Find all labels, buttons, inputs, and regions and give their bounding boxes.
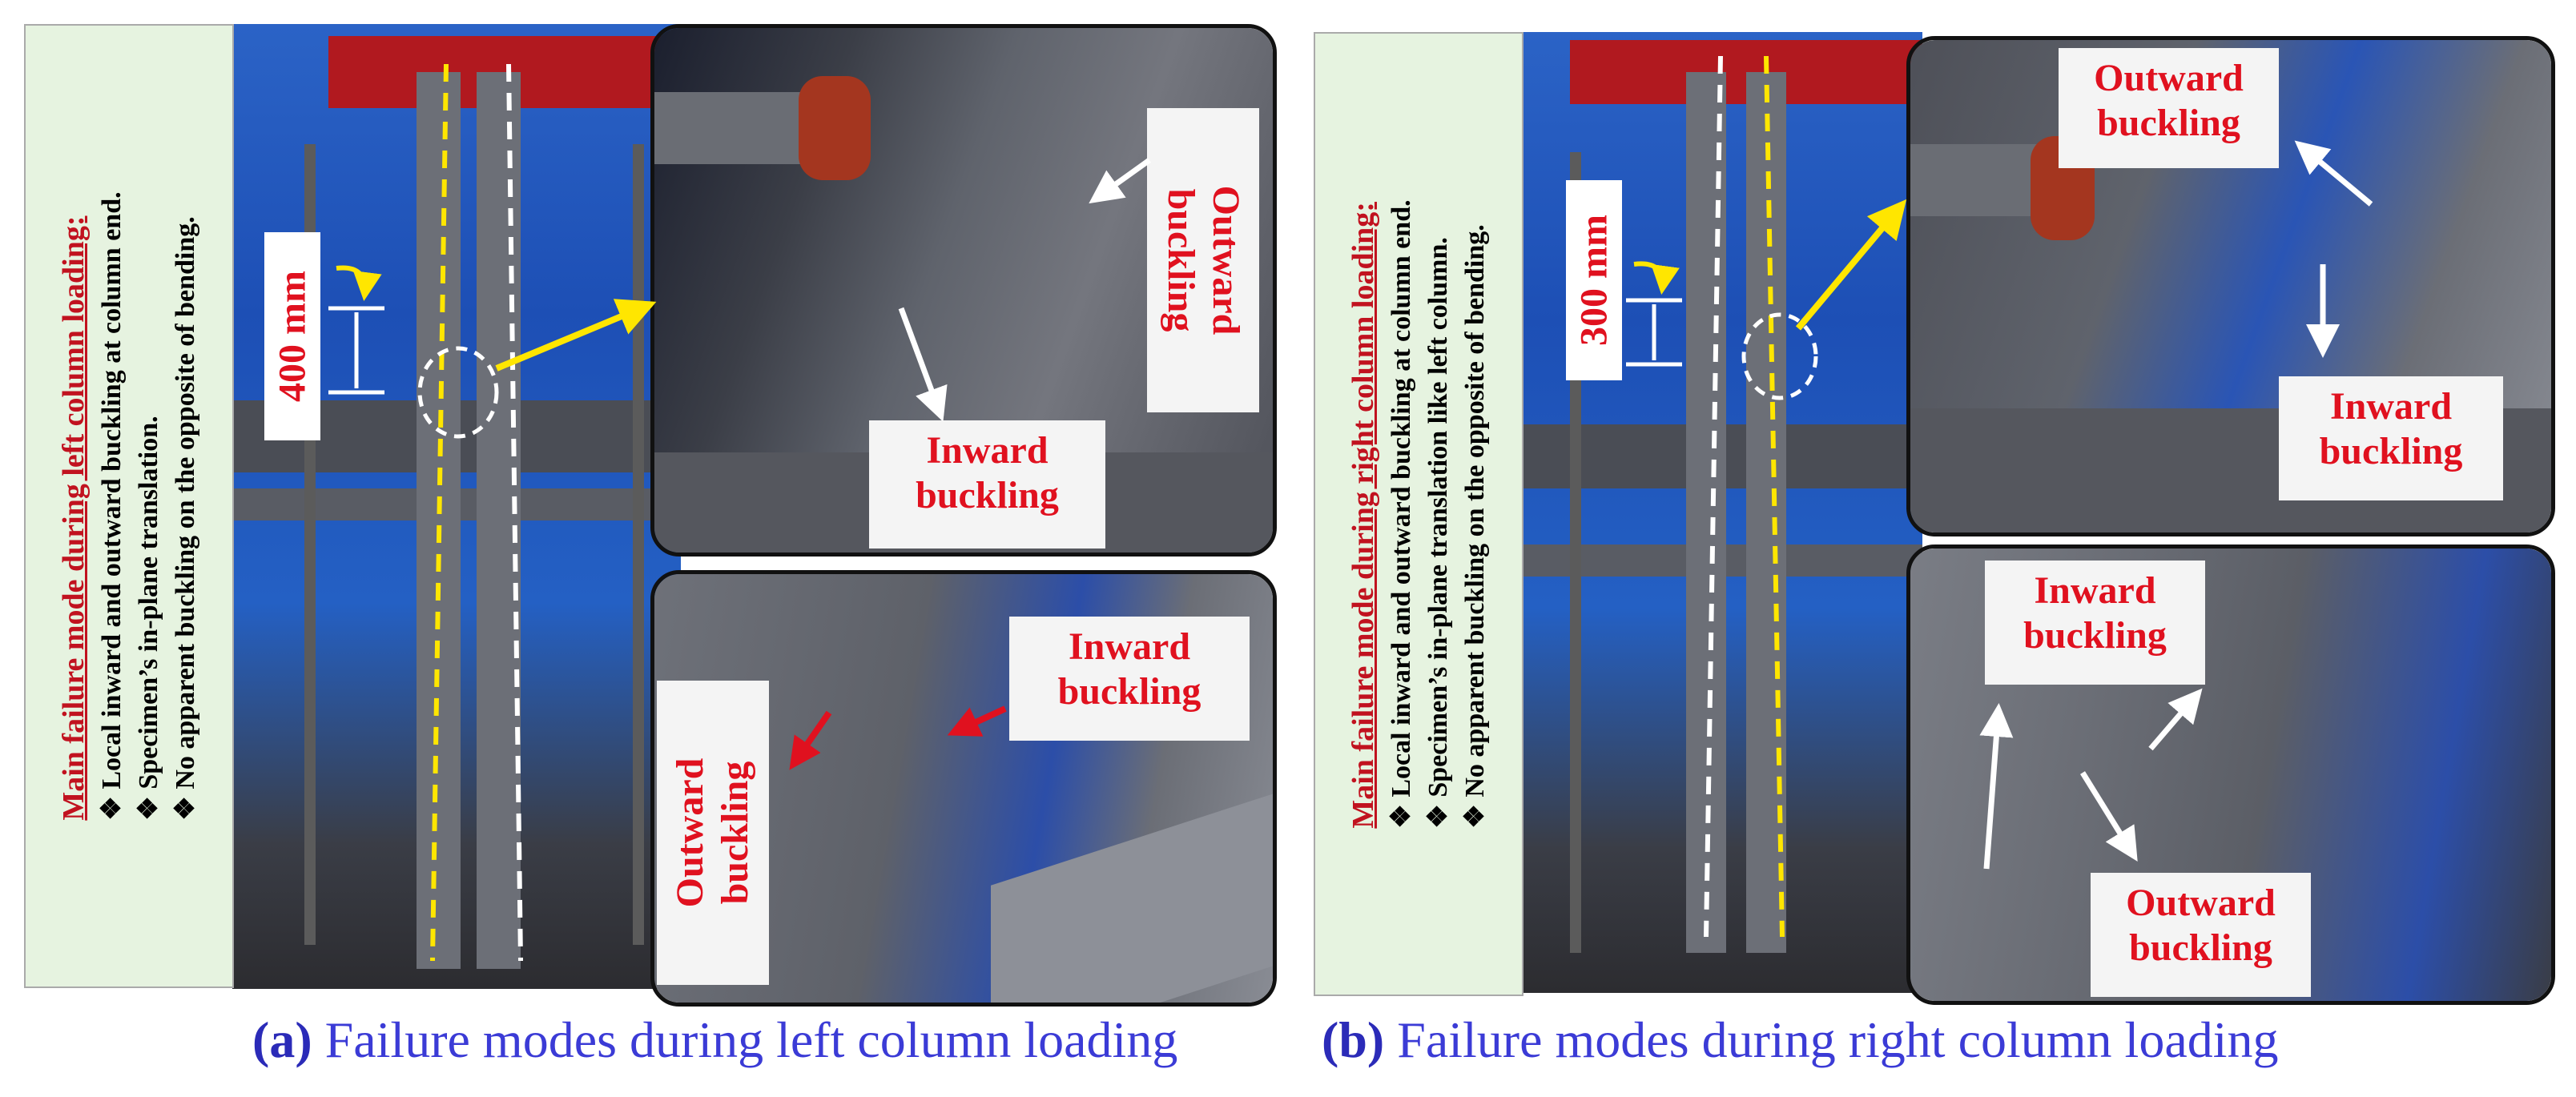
panel-a-top-inward-label: Inward buckling [869,420,1105,548]
panel-b-top-outward-label: Outward buckling [2059,48,2279,168]
panel-b-caption: (b) Failure modes during right column lo… [1322,1011,2279,1070]
panel-b-pointer-arrow [1795,199,1907,331]
panel-a-bottom-inward-label: Inward buckling [1009,617,1250,741]
panel-b-highlight-circle [1741,312,1818,400]
panel-a-highlight-circle [417,346,499,439]
panel-b-caption-text: Failure modes during right column loadin… [1384,1011,2279,1068]
panel-a-caption: (a) Failure modes during left column loa… [252,1011,1177,1070]
panel-b-bottom-inward-arrow [2148,688,2203,751]
panel-a-main-photo [232,24,681,989]
panel-b-bottom-outward-arrow [2080,771,2138,862]
panel-a-top-outward-label: Outward buckling [1147,108,1259,412]
panel-b-white-dashed-line [1704,55,1723,938]
panel-a-bottom-inward-arrow [947,705,1007,737]
panel-b-top-inward-label: Inward buckling [2279,376,2503,500]
panel-a-caption-tag: (a) [252,1011,312,1068]
panel-b-yellow-dashed-line [1764,55,1785,938]
panel-b-bottom-inward-label: Inward buckling [1985,561,2205,685]
panel-b-top-outward-arrow [2294,140,2373,207]
panel-a-pointer-arrow [495,299,657,372]
panel-a-caption-text: Failure modes during left column loading [312,1011,1178,1068]
panel-a-white-dashed-line [506,63,523,962]
panel-a-description: Main failure mode during left column loa… [24,24,234,988]
panel-b-dimension-label: 300 mm [1566,180,1622,380]
panel-a-top-inward-arrow [898,307,948,422]
panel-a-top-outward-arrow [1089,158,1152,204]
panel-a-bottom-outward-arrow [789,710,832,770]
panel-b-description: Main failure mode during right column lo… [1314,32,1523,996]
panel-b-bottom-outward-label: Outward buckling [2091,873,2311,997]
panel-b-caption-tag: (b) [1322,1011,1385,1068]
panel-a-bottom-outward-label: Outward buckling [657,681,769,985]
panel-b-bottom-vertical-arrow [1979,703,2014,870]
panel-a-yellow-dashed-line [430,63,449,962]
panel-a-dimension-label: 400 mm [264,232,320,440]
